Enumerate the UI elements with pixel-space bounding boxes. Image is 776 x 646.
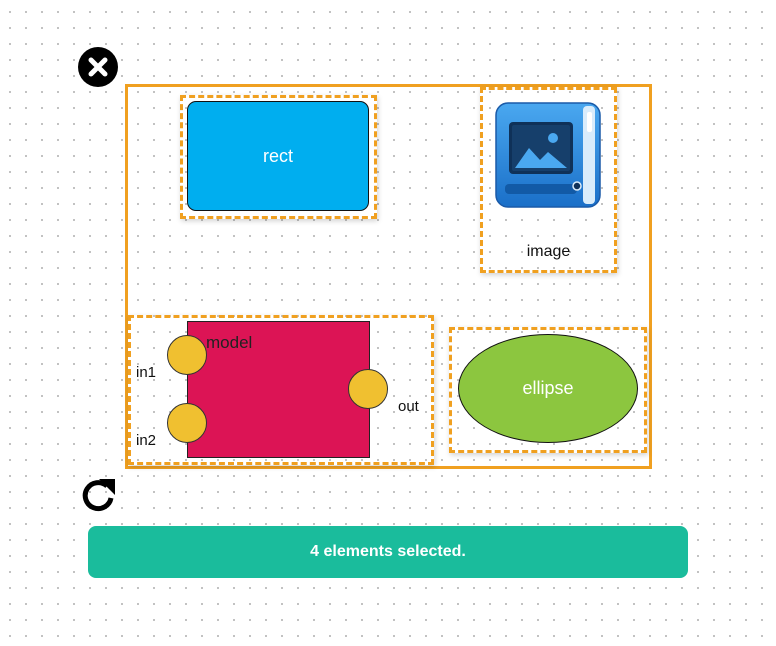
- model-element[interactable]: [187, 321, 370, 458]
- image-label: image: [526, 243, 571, 260]
- port-out[interactable]: [348, 369, 388, 409]
- close-icon: [88, 57, 108, 77]
- port-in2-label: in2: [136, 432, 157, 449]
- selection-bounding-box[interactable]: [125, 84, 652, 469]
- image-selection-frame[interactable]: [480, 87, 617, 273]
- selection-status-bar: 4 elements selected.: [88, 526, 688, 578]
- rect-selection-frame[interactable]: [180, 95, 377, 219]
- port-in1[interactable]: [167, 335, 207, 375]
- rect-element[interactable]: rect: [187, 101, 369, 211]
- rotate-selection-button[interactable]: [77, 475, 119, 517]
- rotate-icon: [82, 479, 115, 512]
- port-in1-label: in1: [136, 364, 157, 381]
- ellipse-selection-frame[interactable]: [449, 327, 647, 453]
- model-selection-frame[interactable]: [128, 315, 434, 465]
- port-out-label: out: [398, 398, 419, 415]
- port-in2[interactable]: [167, 403, 207, 443]
- model-label: model: [206, 333, 253, 352]
- image-icon: [495, 102, 601, 208]
- rect-label: rect: [262, 145, 293, 166]
- ellipse-element[interactable]: ellipse: [458, 334, 638, 443]
- ellipse-label: ellipse: [522, 378, 574, 398]
- remove-selection-button[interactable]: [78, 47, 118, 87]
- image-element[interactable]: [493, 100, 603, 210]
- status-message: 4 elements selected.: [310, 543, 466, 560]
